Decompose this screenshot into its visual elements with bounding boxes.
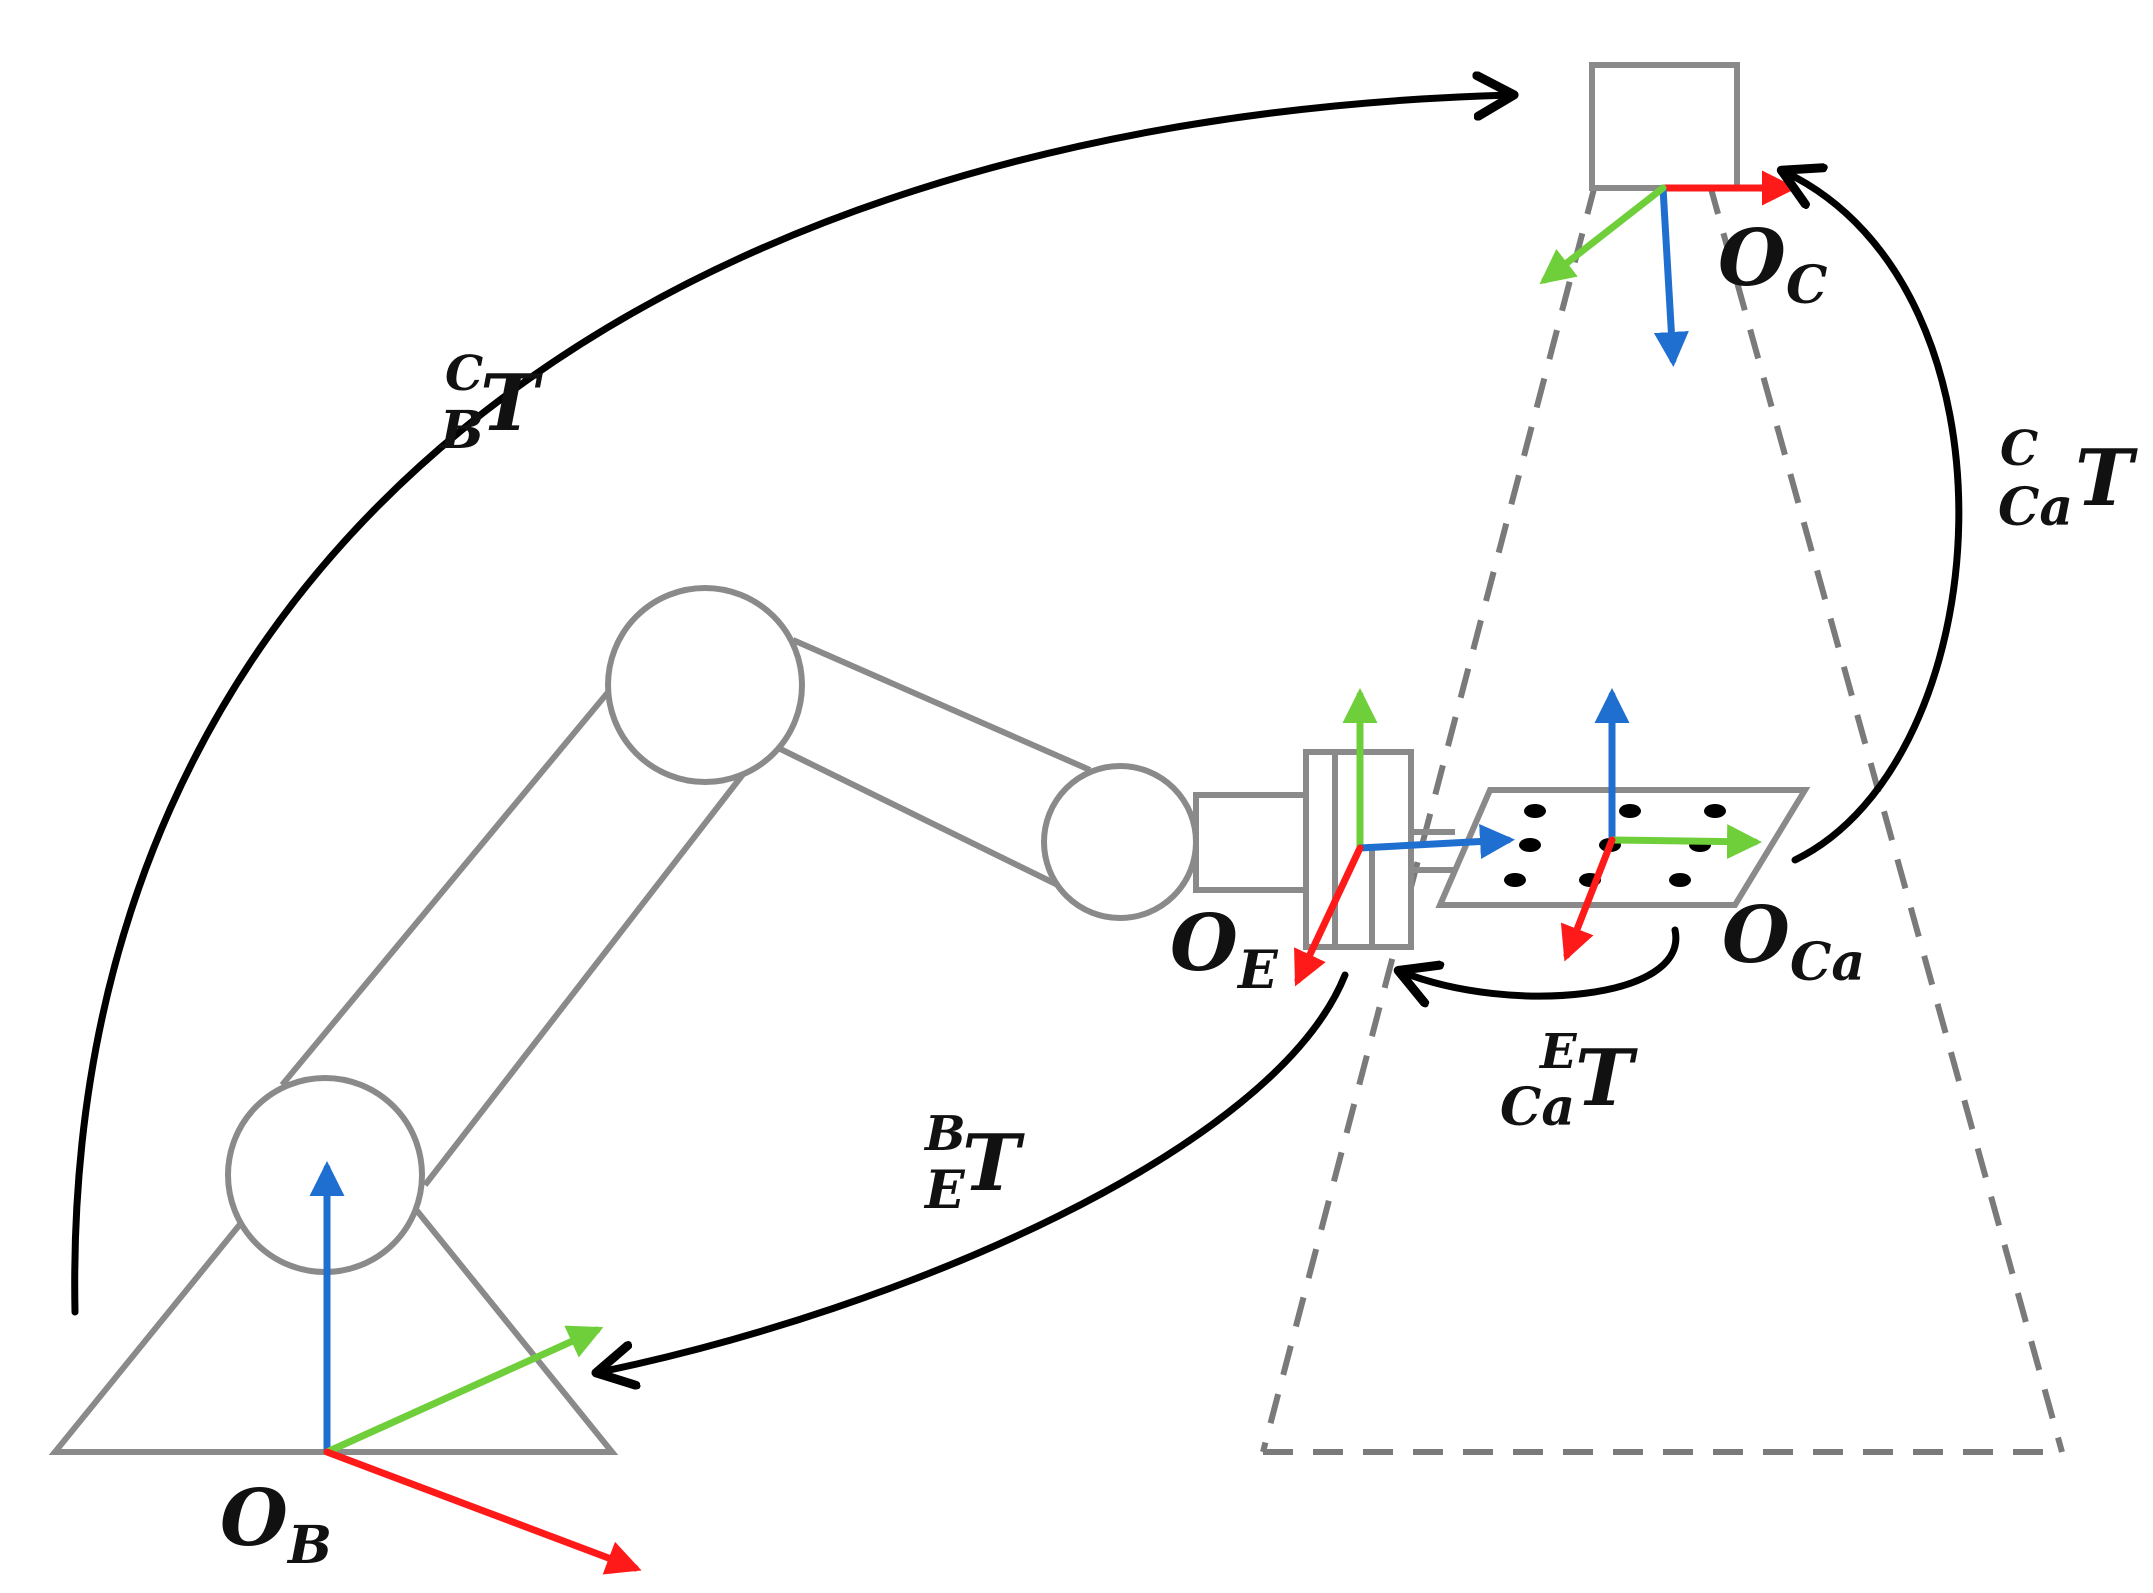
svg-text:T: T [1575, 1033, 1638, 1124]
camera-field-of-view [1260, 184, 2065, 1455]
frame-label-calibration-board: OCa [1722, 890, 1865, 993]
svg-text:C: C [445, 346, 483, 402]
arrow-board-to-end-effector [1402, 926, 1680, 996]
end-effector-frame-axes [1294, 688, 1515, 987]
end-effector-gripper [1303, 749, 1455, 950]
transform-arrows [71, 95, 1963, 1372]
frame-label-base: OB [220, 1473, 332, 1576]
arrow-end-effector-to-base [600, 971, 1349, 1372]
robot-arm [279, 585, 1309, 1187]
frame-label-camera: OC [1718, 213, 1827, 316]
base-frame-axes [309, 1161, 642, 1575]
transform-label-end-effector-from-board: E Ca T [1500, 1024, 1638, 1138]
calibration-board-frame-axes [1560, 688, 1762, 962]
camera-frame-axes [1539, 170, 1797, 367]
robot-base [48, 1075, 619, 1455]
calibration-board-dots [1504, 804, 1726, 887]
svg-text:B: B [923, 1106, 966, 1162]
transform-label-camera-from-base: C B T [438, 346, 543, 461]
svg-text:T: T [480, 358, 543, 449]
transform-label-base-from-end-effector: B E T [923, 1106, 1025, 1221]
svg-text:B: B [438, 400, 484, 461]
calibration-board [1435, 787, 1811, 908]
svg-text:Ca: Ca [1500, 1077, 1575, 1138]
svg-text:Ca: Ca [1998, 477, 2073, 538]
transform-label-camera-from-board: C Ca T [1998, 421, 2138, 538]
arrow-board-to-camera [1785, 172, 1963, 864]
frame-label-end-effector: OE [1170, 898, 1279, 1001]
svg-text:E: E [1538, 1024, 1578, 1080]
arrow-base-to-camera [71, 95, 1510, 1316]
svg-text:T: T [2075, 433, 2138, 524]
svg-text:T: T [962, 1118, 1025, 1209]
svg-text:C: C [2000, 421, 2038, 477]
svg-text:E: E [923, 1160, 966, 1221]
camera [1589, 62, 1740, 191]
